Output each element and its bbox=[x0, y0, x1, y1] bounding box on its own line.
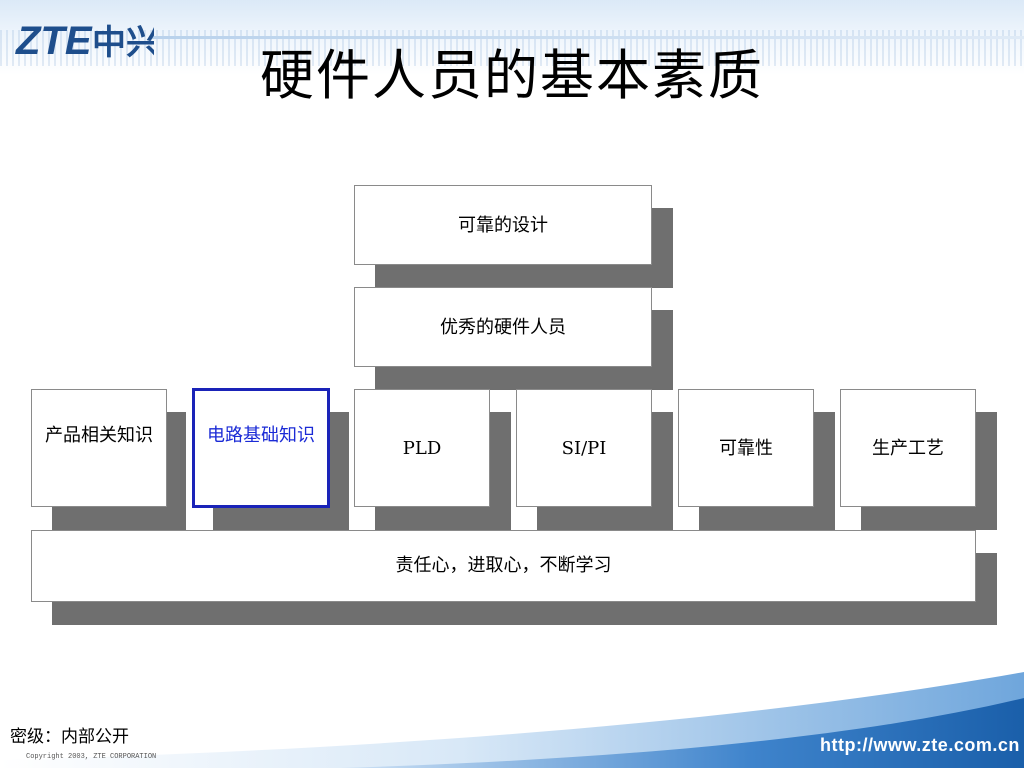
middle-box-label: 优秀的硬件人员 bbox=[440, 317, 566, 338]
pillar-label: 产品相关知识 bbox=[45, 425, 153, 446]
zte-logo: ZTE 中兴 bbox=[15, 19, 154, 62]
website-url: http://www.zte.com.cn bbox=[820, 735, 1020, 755]
pillar-circuit-knowledge: 电路基础知识 bbox=[192, 388, 330, 508]
pillar-reliability: 可靠性 bbox=[678, 389, 814, 507]
copyright-text: Copyright 2003, ZTE CORPORATION bbox=[26, 753, 157, 761]
middle-box: 优秀的硬件人员 bbox=[354, 287, 652, 367]
footer-swoosh bbox=[0, 672, 1024, 768]
pillar-label: PLD bbox=[402, 438, 442, 459]
top-box: 可靠的设计 bbox=[354, 185, 652, 265]
pillar-label: SI/PI bbox=[561, 438, 607, 459]
pillar-production-process: 生产工艺 bbox=[840, 389, 976, 507]
pillar-label: 可靠性 bbox=[719, 438, 773, 459]
pillar-label: 生产工艺 bbox=[872, 438, 944, 459]
svg-text:中兴: 中兴 bbox=[92, 23, 154, 62]
page-title: 硬件人员的基本素质 bbox=[260, 44, 764, 107]
pillar-label: 电路基础知识 bbox=[207, 425, 315, 446]
base-box-label: 责任心，进取心，不断学习 bbox=[395, 555, 612, 576]
pillar-pld: PLD bbox=[354, 389, 490, 507]
pillar-si-pi: SI/PI bbox=[516, 389, 652, 507]
header-divider bbox=[150, 36, 1024, 39]
top-box-label: 可靠的设计 bbox=[458, 215, 548, 236]
svg-text:ZTE: ZTE bbox=[15, 19, 93, 62]
base-box: 责任心，进取心，不断学习 bbox=[31, 530, 976, 602]
pillar-product-knowledge: 产品相关知识 bbox=[31, 389, 167, 507]
classification-label: 密级：内部公开 bbox=[10, 727, 129, 747]
